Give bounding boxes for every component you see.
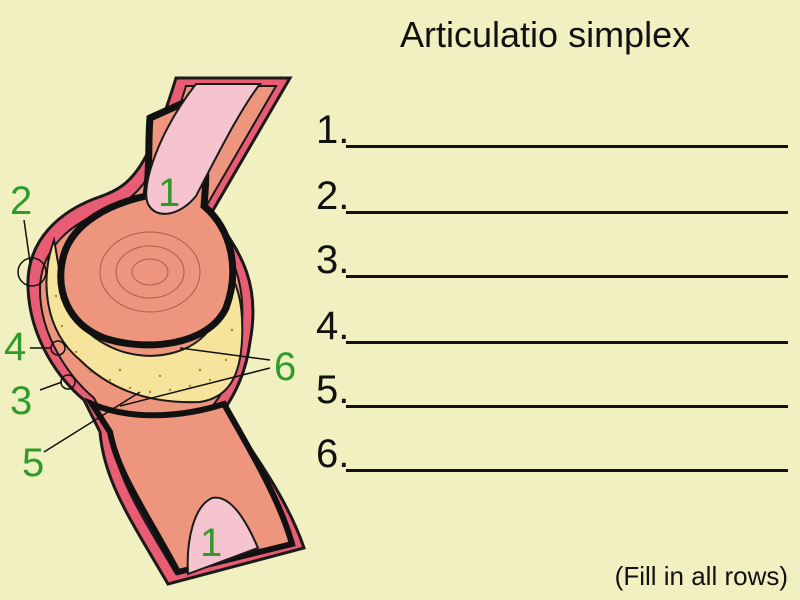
row-number: 1. [316, 108, 350, 152]
answer-row-3[interactable]: 3. [316, 230, 788, 280]
row-number: 6. [316, 432, 350, 476]
page-title: Articulatio simplex [400, 14, 691, 55]
upper-marrow [145, 83, 263, 215]
answer-line[interactable] [346, 275, 788, 278]
answer-line[interactable] [346, 341, 788, 344]
row-number: 4. [316, 304, 350, 348]
answer-row-2[interactable]: 2. [316, 166, 788, 216]
synovial-stipple [54, 294, 234, 394]
joint-diagram: 1 1 2 3 4 5 6 [4, 76, 306, 586]
answer-line[interactable] [346, 211, 788, 214]
row-number: 3. [316, 238, 350, 282]
diagram-label-6: 6 [274, 345, 296, 389]
fill-instruction: (Fill in all rows) [614, 561, 788, 591]
diagram-label-1-upper: 1 [158, 171, 180, 215]
answer-row-1[interactable]: 1. [316, 100, 788, 150]
answer-row-6[interactable]: 6. [316, 424, 788, 474]
diagram-label-2: 2 [10, 179, 32, 223]
row-number: 5. [316, 368, 350, 412]
diagram-label-3: 3 [10, 379, 32, 423]
upper-head-texture [99, 231, 201, 313]
answer-line[interactable] [346, 405, 788, 408]
lower-marrow [186, 496, 260, 576]
diagram-label-4: 4 [4, 325, 26, 369]
answer-line[interactable] [346, 145, 788, 148]
label-pointers [17, 219, 271, 453]
answer-row-4[interactable]: 4. [316, 296, 788, 346]
row-number: 2. [316, 174, 350, 218]
answer-line[interactable] [346, 469, 788, 472]
diagram-label-5: 5 [22, 441, 44, 485]
diagram-label-1-lower: 1 [200, 521, 222, 565]
answer-row-5[interactable]: 5. [316, 360, 788, 410]
